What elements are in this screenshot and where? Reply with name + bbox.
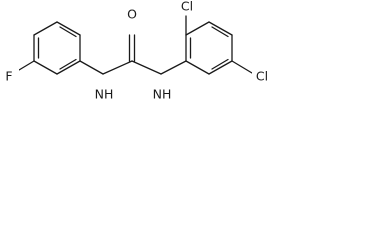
carbonyl-nh-bond (131, 60, 162, 75)
chlorine-right-label: Cl (256, 69, 268, 84)
ring-nh-bond (79, 60, 104, 75)
nh-ring-bond (160, 60, 187, 75)
ring-double-bond (59, 26, 77, 38)
ring-double-bond (211, 26, 229, 38)
ring-bond (208, 60, 233, 75)
ring-double-bond (211, 58, 229, 70)
ring-bond (56, 60, 81, 75)
atom-labels: F O NH NH Cl Cl (1, 0, 272, 103)
fluorine-label: F (5, 69, 12, 84)
ring-bond (208, 21, 233, 36)
nh-carbonyl-bond (102, 60, 133, 75)
nh-right-label: NH (153, 87, 172, 102)
c-cl-bond-right (231, 60, 253, 74)
dichlorophenyl-ring (185, 21, 233, 75)
structural-formula: F O NH NH Cl Cl (1, 0, 272, 103)
nh-left-label: NH (95, 87, 114, 102)
fluorophenyl-ring (33, 21, 81, 75)
ring-bond (33, 21, 58, 36)
ring-bond (185, 60, 210, 75)
chlorine-top-label: Cl (181, 0, 193, 14)
ring-double-bond (59, 58, 77, 70)
oxygen-label: O (127, 7, 137, 22)
ring-bond (33, 60, 58, 75)
ring-bond (56, 21, 81, 36)
ring-bond (185, 21, 210, 36)
